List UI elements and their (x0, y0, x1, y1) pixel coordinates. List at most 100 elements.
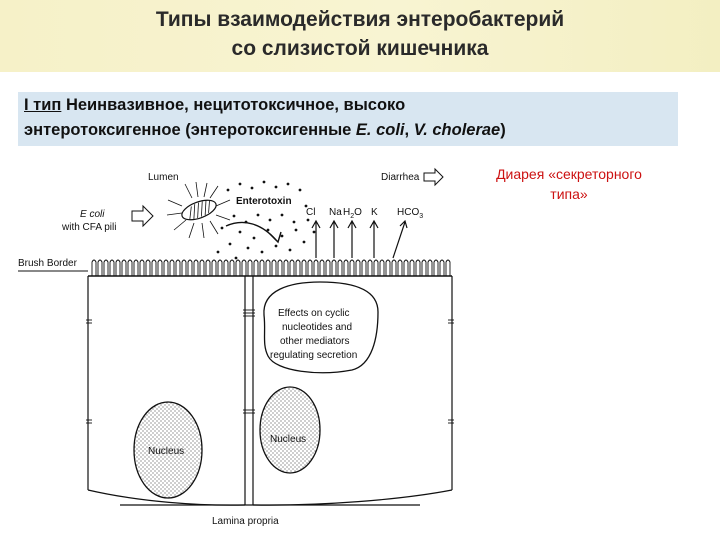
brush-border-label: Brush Border (18, 258, 78, 269)
microvillus (391, 259, 397, 276)
na-ion-label: Na (329, 207, 342, 218)
hco3-ion-label: HCO3 (397, 207, 423, 220)
microvillus (331, 259, 337, 276)
microvillus (247, 259, 253, 276)
microvillus (445, 259, 451, 276)
nucleus-left (133, 401, 203, 499)
microvillus (439, 259, 445, 276)
microvillus (367, 259, 373, 276)
microvillus (205, 259, 211, 276)
microvillus (325, 259, 331, 276)
microvillus (169, 259, 175, 276)
desmosomes (86, 309, 454, 424)
microvillus (319, 259, 325, 276)
nucleus-right-label: Nucleus (270, 434, 306, 445)
effects-line-3: other mediators (280, 336, 349, 347)
ecoli-bacterium-icon (166, 181, 231, 239)
microvillus (289, 259, 295, 276)
microvillus (199, 259, 205, 276)
ecoli-arrow-icon (131, 204, 154, 228)
cell-membranes (87, 276, 453, 506)
microvillus (403, 259, 409, 276)
ecoli-name: E. coli (355, 121, 405, 139)
microvillus (145, 259, 151, 276)
microvillus (181, 259, 187, 276)
type-description-line-2: энтеротоксигенное (энтеротоксигенные E. … (24, 121, 506, 140)
microvillus (175, 259, 181, 276)
microvillus (415, 259, 421, 276)
microvillus (355, 259, 361, 276)
microvillus (433, 259, 439, 276)
microvillus (235, 259, 241, 276)
effects-line-4: regulating secretion (270, 350, 357, 361)
lamina-propria-label: Lamina propria (212, 516, 279, 527)
microvillus (307, 259, 313, 276)
microvillus (301, 259, 307, 276)
nucleus-right (259, 386, 321, 474)
type-description-text-2: энтеротоксигенное (энтеротоксигенные (24, 121, 356, 139)
vcholerae-name: V. cholerae (413, 121, 501, 139)
microvillus (97, 259, 103, 276)
microvillus (277, 259, 283, 276)
microvillus (265, 259, 271, 276)
microvillus (103, 259, 109, 276)
cl-ion-label: Cl (306, 207, 315, 218)
microvillus (349, 259, 355, 276)
lumen-label: Lumen (148, 172, 179, 183)
microvillus (295, 259, 301, 276)
diarrhea-arrow-icon (423, 167, 444, 187)
microvillus (163, 259, 169, 276)
microvillus (211, 259, 217, 276)
microvillus (151, 259, 157, 276)
diarrhea-label: Diarrhea (381, 172, 420, 183)
effects-line-2: nucleotides and (282, 322, 352, 333)
microvillus (313, 259, 319, 276)
microvillus (421, 259, 427, 276)
microvillus (133, 259, 139, 276)
microvillus (427, 259, 433, 276)
brush-border-microvilli (91, 259, 451, 276)
microvillus (259, 259, 265, 276)
microvillus (337, 259, 343, 276)
type-label: I тип (24, 96, 62, 114)
diarrhea-note: Диарея «секреторного типа» (458, 164, 680, 204)
microvillus (361, 259, 367, 276)
microvillus (283, 259, 289, 276)
effects-line-1: Effects on cyclic (278, 308, 350, 319)
microvillus (91, 259, 97, 276)
type-description-text-1: Неинвазивное, нецитотоксичное, высоко (61, 96, 406, 114)
species-separator: , (404, 121, 414, 139)
microvillus (157, 259, 163, 276)
microvillus (223, 259, 229, 276)
diarrhea-note-line-2: типа» (550, 186, 588, 202)
microvillus (397, 259, 403, 276)
closing-paren: ) (500, 121, 506, 139)
microvillus (109, 259, 115, 276)
microvillus (187, 259, 193, 276)
microvillus (271, 259, 277, 276)
microvillus (139, 259, 145, 276)
ion-secretion-arrows (311, 219, 408, 259)
microvillus (193, 259, 199, 276)
enterotoxin-particles (216, 180, 316, 260)
microvillus (343, 259, 349, 276)
microvillus (121, 259, 127, 276)
h2o-label: H2O (343, 207, 362, 220)
microvillus (229, 259, 235, 276)
microvillus (253, 259, 259, 276)
microvillus (373, 259, 379, 276)
slide-title-line-2: со слизистой кишечника (231, 37, 489, 60)
effects-bubble (263, 281, 379, 374)
microvillus (217, 259, 223, 276)
nucleus-left-label: Nucleus (148, 446, 184, 457)
diarrhea-note-line-1: Диарея «секреторного (496, 166, 642, 182)
microvillus (409, 259, 415, 276)
k-ion-label: K (371, 207, 378, 218)
microvillus (115, 259, 121, 276)
type-description-box: I тип Неинвазивное, нецитотоксичное, выс… (18, 92, 678, 146)
microvillus (379, 259, 385, 276)
title-band: Типы взаимодействия энтеробактерий со сл… (0, 0, 720, 72)
enterotoxin-label: Enterotoxin (236, 196, 292, 207)
microvillus (241, 259, 247, 276)
ecoli-label: E coli (80, 209, 105, 220)
